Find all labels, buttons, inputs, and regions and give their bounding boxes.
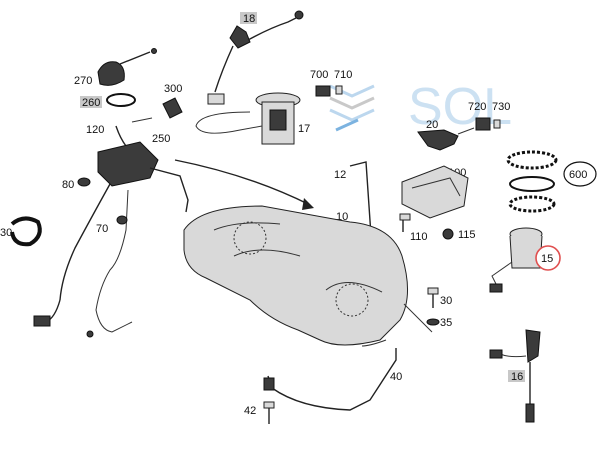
part-10-tank: 10	[183, 205, 433, 347]
part-16-sensor: 16	[489, 329, 541, 423]
label-box-16	[508, 370, 525, 382]
assembly-arrow	[174, 159, 311, 206]
part-20-sensor: 720 730 20	[417, 101, 510, 151]
label-270: 270	[74, 75, 92, 87]
part-270-cap: 270	[74, 48, 157, 87]
label-30b: 30	[440, 295, 452, 307]
part-30-35: 30 35	[426, 287, 452, 329]
part-15-sender: 15	[489, 227, 561, 293]
label-circle-600	[563, 161, 597, 187]
label-250: 250	[152, 133, 170, 145]
label-circle-15	[535, 245, 561, 271]
label-12: 12	[334, 169, 346, 181]
label-box-18	[240, 12, 257, 24]
label-720: 720	[468, 101, 486, 113]
part-100-shield: 100	[401, 165, 469, 219]
label-18: 18	[243, 13, 255, 25]
label-42: 42	[244, 405, 256, 417]
label-70: 70	[96, 223, 108, 235]
label-115: 115	[458, 229, 476, 241]
part-filler-neck: 80 70 30	[0, 141, 189, 338]
label-710: 710	[334, 69, 352, 81]
part-110-115: 110 115	[399, 213, 476, 243]
label-35: 35	[440, 317, 452, 329]
label-730: 730	[492, 101, 510, 113]
label-40: 40	[390, 371, 402, 383]
label-16: 16	[511, 371, 523, 383]
part-260-ring: 260	[80, 93, 136, 109]
label-20: 20	[426, 119, 438, 131]
label-120: 120	[86, 124, 104, 136]
part-300: 300	[162, 83, 183, 119]
part-600-rings: 600	[506, 150, 597, 213]
part-17-pump: 700 710 17	[195, 69, 352, 145]
label-260: 260	[82, 97, 100, 109]
part-12-clamp: 12	[334, 161, 373, 251]
label-80: 80	[62, 179, 74, 191]
part-40-strap: 40	[263, 348, 402, 411]
label-300: 300	[164, 83, 182, 95]
part-120-250-hose: 120 250	[86, 117, 170, 147]
part-42-bolt: 42	[244, 401, 275, 424]
label-15: 15	[541, 253, 553, 265]
label-600: 600	[569, 169, 587, 181]
label-box-260	[80, 96, 102, 108]
label-110: 110	[410, 231, 428, 243]
label-700: 700	[310, 69, 328, 81]
label-17: 17	[298, 123, 310, 135]
label-30: 30	[0, 227, 12, 239]
arrow-head	[302, 198, 314, 210]
part-18-sensor: 18	[207, 10, 304, 105]
